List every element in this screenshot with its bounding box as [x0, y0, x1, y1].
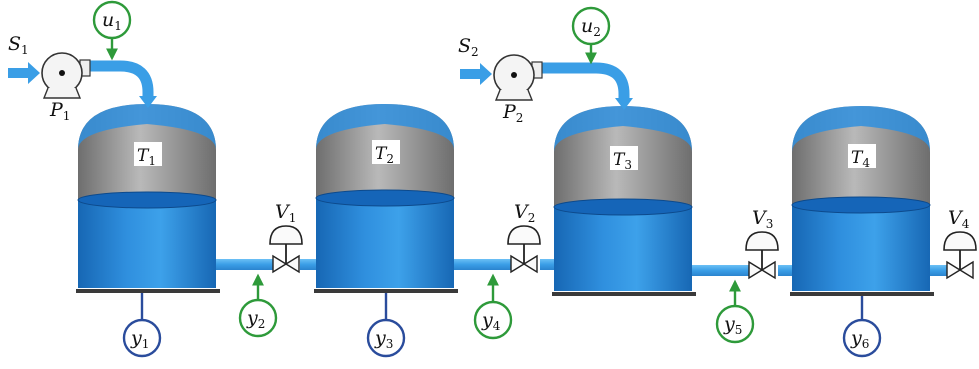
valve-v4	[943, 231, 977, 280]
output-y3: y3	[366, 293, 406, 358]
tank-t2-label-box	[372, 140, 400, 164]
supply-arrow-s1	[8, 62, 40, 84]
output-y2-label: y2	[246, 307, 265, 331]
ground-t2	[314, 289, 458, 293]
tank-t1-label-box	[134, 142, 162, 166]
tank-t3: T3	[553, 106, 693, 291]
tank-t4-label: T4	[851, 148, 870, 170]
pump-p1-discharge-pipe	[84, 60, 154, 100]
pump-p1	[8, 52, 157, 108]
output-y4: y4	[473, 273, 513, 340]
pipe-t4-v4	[918, 265, 948, 276]
pump-p1-discharge-arrow	[139, 96, 157, 108]
pipe-t1-v1	[205, 259, 273, 270]
valve-v4-label: V4	[948, 207, 970, 231]
input-u1-label: u1	[102, 9, 122, 33]
pump-p2	[460, 54, 633, 110]
valve-v3	[745, 231, 779, 280]
pump-p2-discharge-arrow	[615, 98, 633, 110]
ground-t4	[790, 292, 934, 296]
source-s2-label: S2	[458, 35, 479, 59]
output-y6: y6	[842, 296, 882, 358]
source-s1-label: S1	[8, 33, 29, 57]
tank-t2-label: T2	[375, 144, 394, 166]
output-y1-label: y1	[130, 327, 149, 351]
input-u1: u1	[92, 0, 132, 61]
tank-t3-label: T3	[613, 150, 632, 172]
tank-t2: T2	[315, 104, 455, 288]
supply-arrow-s2	[460, 63, 492, 85]
tank-t4-label-box	[848, 144, 876, 168]
output-y6-label: y6	[850, 327, 869, 351]
pump-p2-discharge-pipe	[536, 62, 630, 102]
output-y5-label: y5	[723, 313, 742, 337]
valve-v2	[507, 225, 541, 274]
pump-p1-label: P1	[49, 99, 70, 123]
tank-t1: T1	[77, 104, 217, 288]
output-y3-label: y3	[374, 327, 393, 351]
pump-p2-label: P2	[502, 101, 523, 125]
tank-t4: T4	[791, 106, 931, 291]
valve-v2-label: V2	[514, 201, 535, 225]
tank-t1-label: T1	[137, 146, 156, 168]
output-y1: y1	[122, 293, 162, 358]
output-y4-label: y4	[481, 309, 501, 333]
pipe-t3-v3	[680, 265, 750, 276]
valve-v1	[269, 225, 303, 274]
ground-t3	[552, 292, 696, 296]
ground-t1	[76, 289, 220, 293]
output-y2: y2	[238, 273, 278, 338]
pipe-t2-v2	[440, 259, 512, 270]
valve-v3-label: V3	[752, 207, 773, 231]
input-u2-label: u2	[581, 15, 601, 39]
tank-t3-label-box	[610, 146, 638, 170]
ground-lines	[76, 289, 934, 296]
output-y5: y5	[715, 279, 755, 344]
valve-v1-label: V1	[275, 201, 296, 225]
input-u2: u2	[571, 6, 611, 65]
